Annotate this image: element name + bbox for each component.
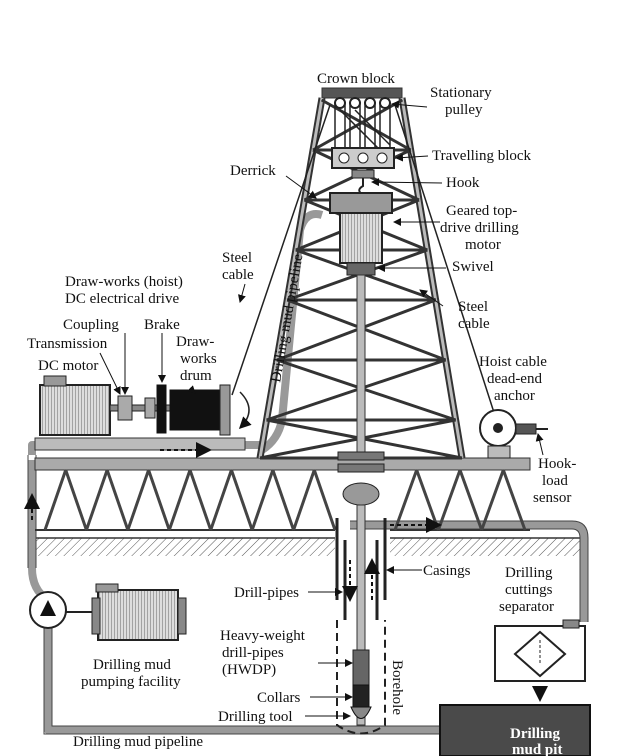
label-drawworks-drum: Draw- works drum (176, 334, 220, 384)
label-mud-pit: Drilling mud pit (510, 726, 564, 756)
drill-string (337, 274, 385, 726)
label-hook-load-sensor: Hook- load sensor (533, 456, 580, 506)
flow-indicators (24, 442, 548, 702)
label-steel-cable-left: Steel cable (222, 250, 256, 283)
label-borehole: Borehole (389, 660, 405, 715)
label-collars: Collars (257, 690, 300, 706)
label-drawworks-drive: Draw-works (hoist) DC electrical drive (65, 274, 187, 307)
label-crown-block: Crown block (317, 71, 395, 87)
hook (351, 169, 375, 195)
label-hoist-dead-end: Hoist cable dead-end anchor (479, 354, 551, 404)
crown-block (334, 97, 391, 152)
label-hook: Hook (446, 175, 480, 191)
label-drilling-tool: Drilling tool (218, 709, 293, 725)
label-steel-cable-right: Steel cable (458, 299, 492, 332)
ground (35, 537, 585, 556)
label-stationary-pulley: Stationary pulley (430, 85, 495, 118)
label-brake: Brake (144, 317, 180, 333)
mud-pipeline-outline (27, 455, 589, 735)
cuttings-separator (494, 619, 586, 682)
label-geared-top-drive: Geared top- drive drilling motor (440, 203, 523, 253)
rig-floor (34, 457, 531, 531)
label-casings: Casings (423, 563, 471, 579)
top-drive-motor (329, 192, 393, 264)
swivel (346, 262, 376, 276)
drawworks-assembly (34, 375, 252, 451)
steel-cables (231, 104, 499, 426)
label-coupling: Coupling (63, 317, 119, 333)
label-mud-pumping: Drilling mud pumping facility (81, 657, 181, 690)
mud-pipeline (28, 210, 588, 734)
label-cuttings-separator: Drilling cuttings separator (499, 565, 556, 615)
label-derrick: Derrick (230, 163, 276, 179)
dead-end-anchor (479, 409, 548, 459)
label-drill-pipes: Drill-pipes (234, 585, 299, 601)
label-transmission: Transmission (27, 336, 108, 352)
mud-pit (439, 704, 591, 756)
label-hwdp: Heavy-weight drill-pipes (HWDP) (220, 628, 309, 678)
travelling-block (331, 147, 395, 169)
label-dc-motor: DC motor (38, 358, 98, 374)
leader-lines (99, 100, 544, 720)
label-swivel: Swivel (452, 259, 494, 275)
label-travelling-block: Travelling block (432, 148, 532, 164)
mud-pump (29, 583, 187, 641)
label-drilling-mud-pipeline-bottom: Drilling mud pipeline (73, 734, 203, 750)
casings (335, 518, 387, 735)
